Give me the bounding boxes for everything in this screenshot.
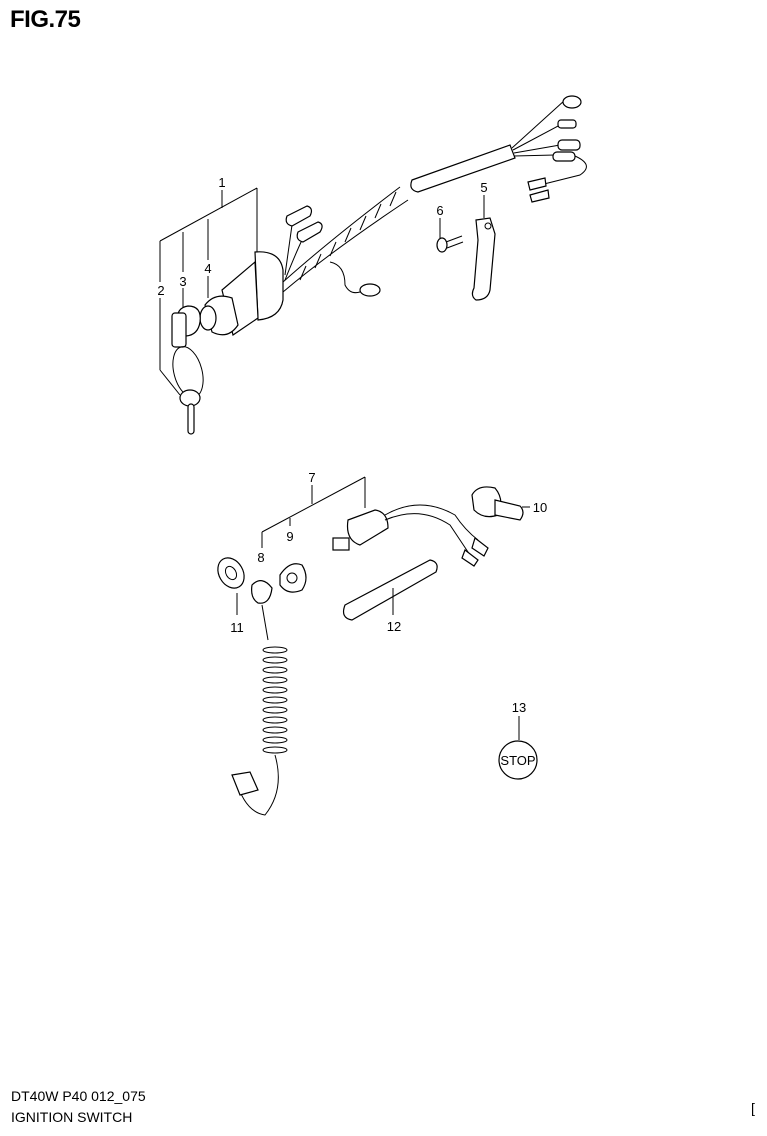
- clamp-part-5: [471, 195, 496, 301]
- callout-5: 5: [480, 180, 487, 195]
- callout-9: 9: [286, 529, 293, 544]
- washer-part-11: [217, 557, 245, 615]
- corner-mark: [: [751, 1100, 755, 1116]
- callout-labels: 1 2 3 4 5 6 7 8 9 10 11 12 13: [157, 175, 547, 715]
- callout-4: 4: [204, 261, 211, 276]
- callout-1: 1: [218, 175, 225, 190]
- callout-6: 6: [436, 203, 443, 218]
- callout-7: 7: [308, 470, 315, 485]
- callout-13: 13: [512, 700, 526, 715]
- bolt-part-10: [471, 486, 530, 521]
- callout-3: 3: [179, 274, 186, 289]
- ignition-switch-assembly: [159, 95, 587, 435]
- callout-8: 8: [257, 550, 264, 565]
- screw-part-6: [436, 218, 464, 253]
- callout-11: 11: [230, 620, 244, 635]
- stop-switch-assembly: [231, 476, 489, 816]
- callout-2: 2: [157, 283, 164, 298]
- stop-decal-part-13: STOP: [498, 716, 538, 780]
- model-code: DT40W P40 012_075: [11, 1088, 146, 1104]
- section-name: IGNITION SWITCH: [11, 1109, 133, 1125]
- protector-tube-part-12: [342, 559, 438, 621]
- figure-title: FIG.75: [10, 6, 81, 33]
- stop-label: STOP: [500, 753, 535, 768]
- callout-10: 10: [533, 500, 547, 515]
- callout-12: 12: [387, 619, 401, 634]
